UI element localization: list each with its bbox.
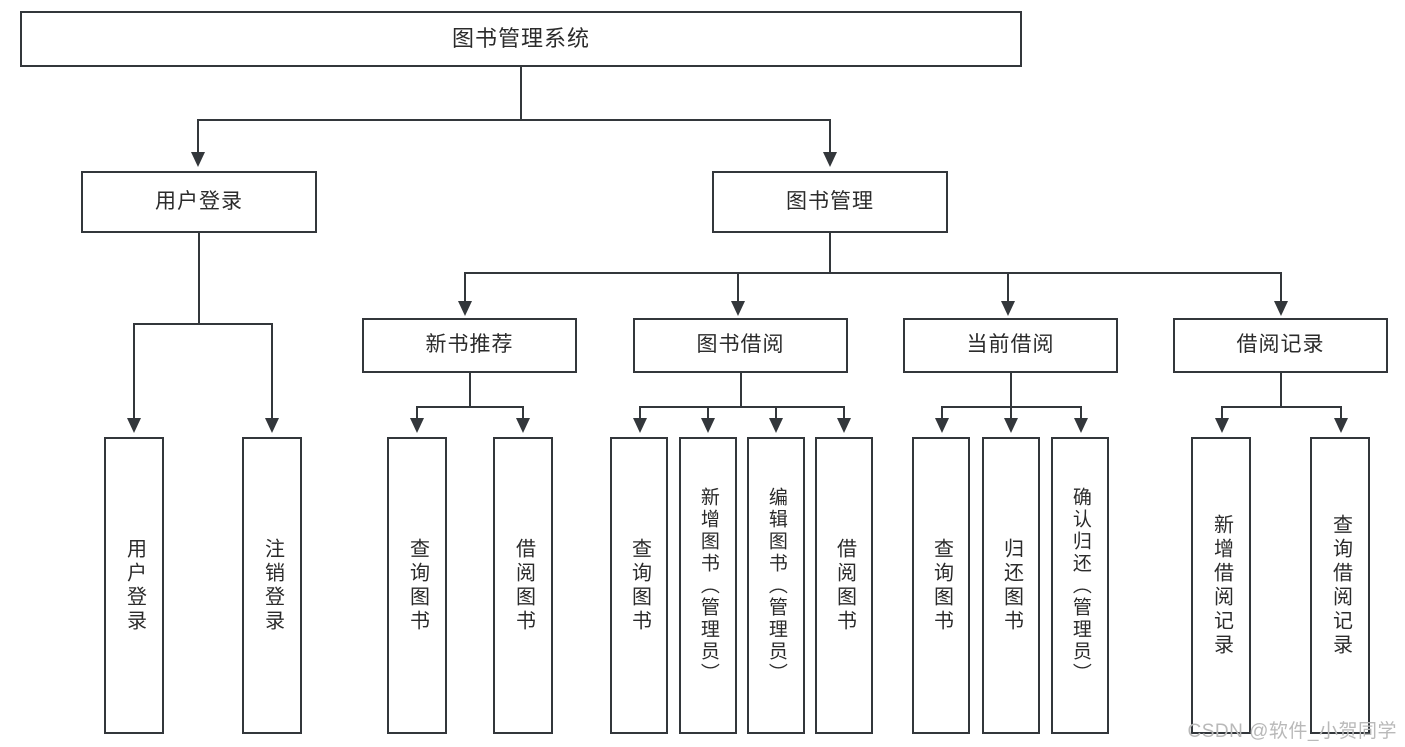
- leaf-query-book-3[interactable]: 查询图书: [912, 437, 970, 734]
- edge-drop-book-manage: [829, 119, 831, 155]
- edge-drop-book-borrow: [737, 272, 739, 304]
- edge-user-login-bus: [133, 323, 271, 325]
- leaf-query-book-2[interactable]: 查询图书: [610, 437, 668, 734]
- leaf-borrow-book-2[interactable]: 借阅图书: [815, 437, 873, 734]
- arrow-leaf-query-book-1: [410, 418, 424, 433]
- arrow-leaf-query-book-3: [935, 418, 949, 433]
- arrow-leaf-add-record: [1215, 418, 1229, 433]
- leaf-query-record-label: 查询借阅记录: [1329, 513, 1352, 658]
- edge-drop-leaf-query-record: [1340, 406, 1342, 422]
- leaf-return-book[interactable]: 归还图书: [982, 437, 1040, 734]
- node-current-borrow-label: 当前借阅: [966, 333, 1055, 357]
- leaf-confirm-return-label: 确认归还（管理员）: [1069, 486, 1091, 685]
- node-book-manage-label: 图书管理: [786, 189, 874, 213]
- node-root-label: 图书管理系统: [451, 26, 590, 52]
- arrow-leaf-user-login: [127, 418, 141, 433]
- edge-drop-leaf-query-book-2: [639, 406, 641, 422]
- edge-level2-bus: [197, 119, 831, 121]
- arrow-user-login: [191, 152, 205, 167]
- edge-book-borrow-stem: [740, 373, 742, 406]
- edge-drop-leaf-query-book-3: [941, 406, 943, 422]
- edge-drop-user-login: [197, 119, 199, 155]
- edge-drop-current-borrow: [1007, 272, 1009, 304]
- node-current-borrow[interactable]: 当前借阅: [903, 318, 1118, 373]
- node-new-book-recommend-label: 新书推荐: [425, 333, 514, 357]
- node-new-book-recommend[interactable]: 新书推荐: [362, 318, 577, 373]
- edge-drop-leaf-confirm-return: [1080, 406, 1082, 422]
- node-user-login-label: 用户登录: [155, 189, 243, 213]
- arrow-borrow-record: [1274, 301, 1288, 316]
- edge-drop-leaf-borrow-book-1: [522, 406, 524, 422]
- arrow-leaf-query-book-2: [633, 418, 647, 433]
- edge-drop-leaf-user-logout: [271, 323, 273, 421]
- leaf-query-book-2-label: 查询图书: [628, 537, 651, 634]
- arrow-leaf-query-record: [1334, 418, 1348, 433]
- edge-drop-leaf-add-book: [707, 406, 709, 422]
- arrow-leaf-edit-book: [769, 418, 783, 433]
- edge-drop-leaf-borrow-book-2: [843, 406, 845, 422]
- edge-level3-bus: [464, 272, 1282, 274]
- edge-drop-leaf-query-book-1: [416, 406, 418, 422]
- node-root[interactable]: 图书管理系统: [20, 11, 1022, 67]
- node-user-login[interactable]: 用户登录: [81, 171, 317, 233]
- arrow-leaf-confirm-return: [1074, 418, 1088, 433]
- leaf-user-logout-label: 注销登录: [261, 537, 284, 634]
- leaf-borrow-book-1-label: 借阅图书: [512, 537, 535, 634]
- arrow-leaf-add-book: [701, 418, 715, 433]
- leaf-borrow-book-2-label: 借阅图书: [833, 537, 856, 634]
- leaf-add-record[interactable]: 新增借阅记录: [1191, 437, 1251, 734]
- arrow-book-manage: [823, 152, 837, 167]
- arrow-current-borrow: [1001, 301, 1015, 316]
- leaf-confirm-return[interactable]: 确认归还（管理员）: [1051, 437, 1109, 734]
- edge-drop-new-book-recommend: [464, 272, 466, 304]
- arrow-new-book-recommend: [458, 301, 472, 316]
- edge-new-book-recommend-stem: [469, 373, 471, 406]
- leaf-add-book[interactable]: 新增图书（管理员）: [679, 437, 737, 734]
- edge-borrow-record-stem: [1280, 373, 1282, 406]
- arrow-leaf-return-book: [1004, 418, 1018, 433]
- edge-root-stem: [520, 67, 522, 119]
- node-borrow-record-label: 借阅记录: [1236, 333, 1325, 357]
- arrow-leaf-borrow-book-1: [516, 418, 530, 433]
- edge-book-borrow-bus: [639, 406, 843, 408]
- edge-borrow-record-bus: [1221, 406, 1340, 408]
- edge-drop-leaf-return-book: [1010, 406, 1012, 422]
- leaf-add-record-label: 新增借阅记录: [1210, 513, 1233, 658]
- edge-drop-leaf-user-login: [133, 323, 135, 421]
- leaf-user-login[interactable]: 用户登录: [104, 437, 164, 734]
- node-borrow-record[interactable]: 借阅记录: [1173, 318, 1388, 373]
- node-book-borrow-label: 图书借阅: [696, 333, 785, 357]
- leaf-edit-book-label: 编辑图书（管理员）: [765, 486, 787, 685]
- leaf-query-book-1[interactable]: 查询图书: [387, 437, 447, 734]
- edge-current-borrow-stem: [1010, 373, 1012, 406]
- leaf-borrow-book-1[interactable]: 借阅图书: [493, 437, 553, 734]
- leaf-query-book-3-label: 查询图书: [930, 537, 953, 634]
- leaf-query-record[interactable]: 查询借阅记录: [1310, 437, 1370, 734]
- edge-drop-leaf-add-record: [1221, 406, 1223, 422]
- arrow-book-borrow: [731, 301, 745, 316]
- leaf-user-login-label: 用户登录: [123, 537, 146, 634]
- edge-new-book-recommend-bus: [416, 406, 522, 408]
- leaf-user-logout[interactable]: 注销登录: [242, 437, 302, 734]
- arrow-leaf-user-logout: [265, 418, 279, 433]
- node-book-manage[interactable]: 图书管理: [712, 171, 948, 233]
- leaf-add-book-label: 新增图书（管理员）: [697, 486, 719, 685]
- edge-book-manage-stem: [829, 233, 831, 272]
- arrow-leaf-borrow-book-2: [837, 418, 851, 433]
- leaf-query-book-1-label: 查询图书: [406, 537, 429, 634]
- edge-drop-leaf-edit-book: [775, 406, 777, 422]
- edge-user-login-stem: [198, 233, 200, 323]
- leaf-return-book-label: 归还图书: [1000, 537, 1023, 634]
- leaf-edit-book[interactable]: 编辑图书（管理员）: [747, 437, 805, 734]
- node-book-borrow[interactable]: 图书借阅: [633, 318, 848, 373]
- edge-drop-borrow-record: [1280, 272, 1282, 304]
